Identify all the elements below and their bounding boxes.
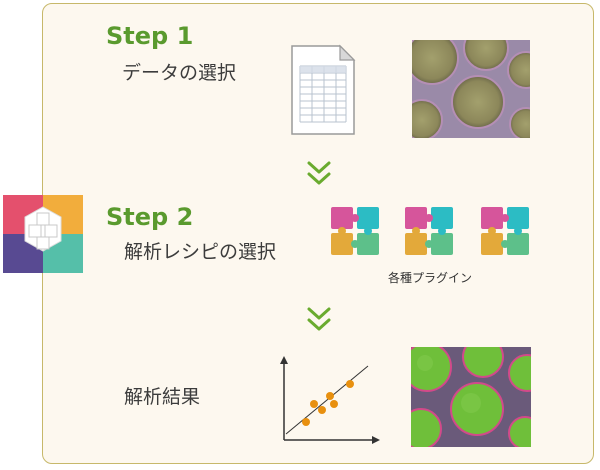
- chevron-down-icon: [306, 160, 332, 188]
- step2-title: Step 2: [106, 203, 194, 231]
- puzzle-plugin-icon: [404, 206, 454, 256]
- segmented-micrograph: [411, 347, 531, 447]
- step1-title: Step 1: [106, 22, 194, 50]
- puzzle-plugin-icon: [330, 206, 380, 256]
- step2-label: 解析レシピの選択: [124, 241, 277, 263]
- cell-micrograph: [412, 40, 530, 138]
- puzzle-plugin-icon: [480, 206, 530, 256]
- scatter-plot-icon: [276, 356, 380, 448]
- chevron-down-icon: [306, 306, 332, 334]
- app-logo-icon: [3, 195, 83, 273]
- step1-label: データの選択: [122, 62, 237, 84]
- spreadsheet-file-icon: [288, 42, 360, 138]
- plugin-caption: 各種プラグイン: [388, 271, 473, 285]
- result-label: 解析結果: [124, 386, 201, 408]
